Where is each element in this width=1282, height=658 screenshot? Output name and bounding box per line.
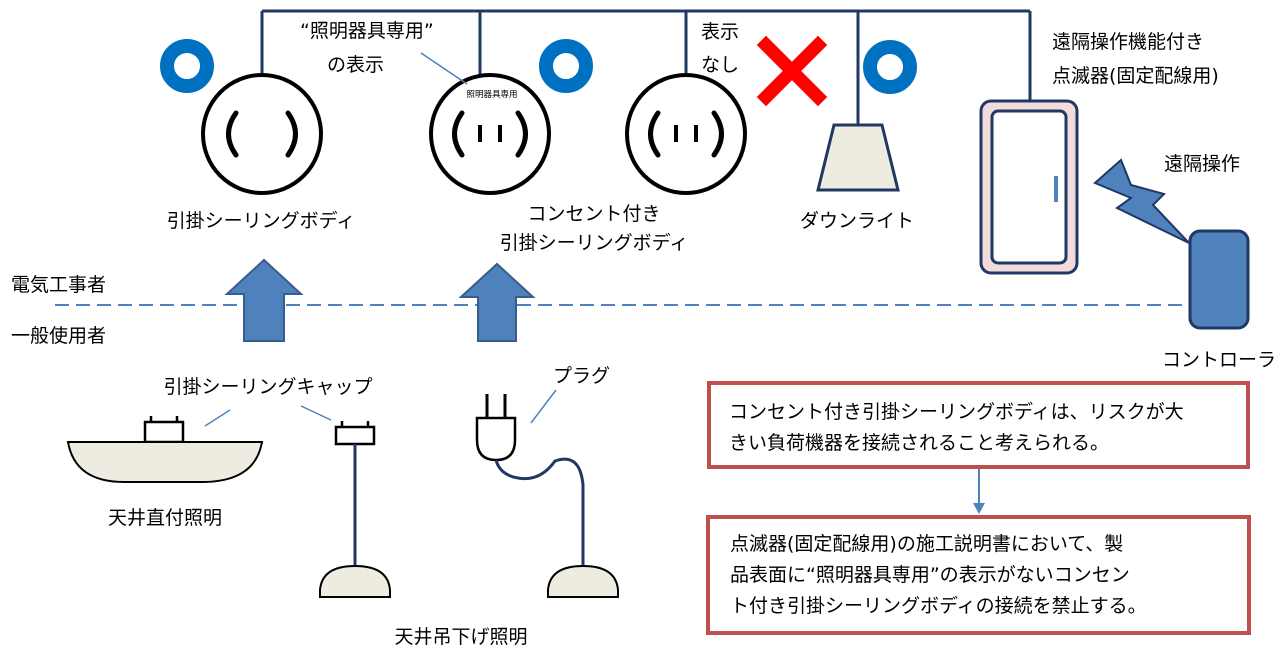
ceiling-direct-light <box>66 416 264 483</box>
risk-note-line-1: コンセント付き引掛シーリングボディは、リスクが大 <box>729 401 1184 423</box>
label-electrician: 電気工事者 <box>11 274 106 296</box>
risk-note-line-2: きい負荷機器を接続されること考えられる。 <box>729 432 1110 454</box>
downlight-fixture <box>816 123 900 192</box>
hikikake-body-fixture <box>201 73 323 195</box>
prohibition-note-box: 点滅器(固定配線用)の施工説明書において、製 品表面に“照明器具専用”の表示がな… <box>706 515 1251 635</box>
label-switch-1: 遠隔操作機能付き <box>1052 31 1204 53</box>
arrow-up-plug <box>458 262 536 342</box>
outlet-body-dedicated-fixture <box>429 73 551 195</box>
ng-mark-outlet-no-display <box>756 35 828 107</box>
prohibition-note-line-2: 品表面に“照明器具専用”の表示がないコンセン <box>730 564 1130 586</box>
label-switch-2: 点滅器(固定配線用) <box>1052 65 1219 87</box>
label-outlet-body-2: 引掛シーリングボディ <box>500 232 689 254</box>
risk-note-box: コンセント付き引掛シーリングボディは、リスクが大 きい負荷機器を接続されること考… <box>707 381 1250 469</box>
ok-mark-hikikake <box>160 39 214 93</box>
label-no-display-1: 表示 <box>701 21 739 43</box>
arrow-up-cap <box>224 258 304 342</box>
label-plug: プラグ <box>553 365 610 387</box>
label-ceiling-direct: 天井直付照明 <box>108 507 222 529</box>
leader-lines <box>204 52 557 427</box>
label-remote: 遠隔操作 <box>1164 153 1240 175</box>
box-connector-arrow <box>973 469 985 514</box>
label-no-display-2: なし <box>701 54 739 76</box>
label-outlet-body-1: コンセント付き <box>527 203 660 225</box>
prohibition-note-line-1: 点滅器(固定配線用)の施工説明書において、製 <box>730 533 1124 555</box>
controller-device <box>1188 229 1250 330</box>
label-cap: 引掛シーリングキャップ <box>163 376 372 398</box>
pendant-light-plug <box>475 394 619 598</box>
ok-mark-outlet-dedicated <box>539 39 593 93</box>
outlet-body-no-display-fixture <box>625 73 747 195</box>
dedicated-small-label: 照明器具専用 <box>466 89 517 100</box>
label-controller: コントローラ <box>1162 349 1276 371</box>
label-general-user: 一般使用者 <box>11 325 106 347</box>
pendant-light-cap <box>319 421 391 598</box>
label-ceiling-pendant: 天井吊下げ照明 <box>394 626 527 648</box>
prohibition-note-line-3: ト付き引掛シーリングボディの接続を禁止する。 <box>730 595 1147 617</box>
label-hikikake-body: 引掛シーリングボディ <box>167 210 356 232</box>
label-dedicated-display: の表示 <box>327 54 384 76</box>
remote-switch <box>979 99 1079 275</box>
label-dedicated-quote: “照明器具専用” <box>300 20 434 42</box>
label-downlight: ダウンライト <box>800 210 914 232</box>
ok-mark-downlight <box>863 40 917 94</box>
wiring <box>260 9 1032 125</box>
